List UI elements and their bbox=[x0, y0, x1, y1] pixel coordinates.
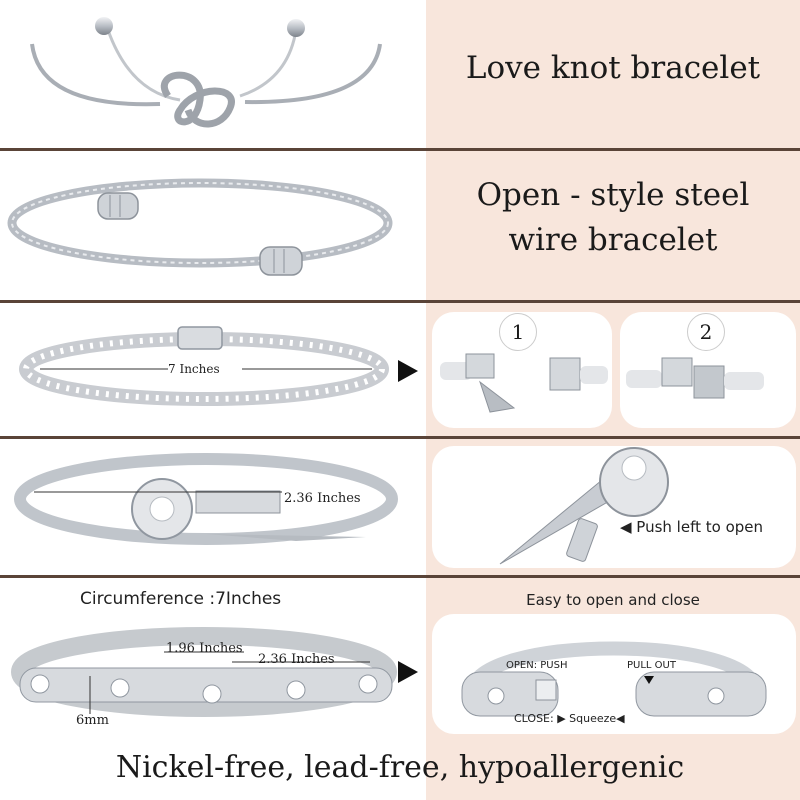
row-divider-3 bbox=[0, 436, 800, 439]
step2-badge: 2 bbox=[687, 313, 725, 351]
close-squeeze-label: CLOSE: ▶ Squeeze◀ bbox=[514, 712, 625, 725]
thickness-label: 6mm bbox=[76, 713, 109, 728]
circumference-label: Circumference :7Inches bbox=[80, 589, 282, 609]
arrow-icon-row3 bbox=[398, 360, 418, 382]
arrow-icon-row5 bbox=[398, 661, 418, 683]
clasp-open-image bbox=[440, 353, 608, 413]
love-knot-bracelet-image bbox=[30, 17, 382, 128]
row4-width-label: 2.36 Inches bbox=[284, 491, 361, 506]
row1-title: Love knot bracelet bbox=[465, 50, 761, 86]
push-left-instruction: ◀ Push left to open bbox=[620, 518, 764, 536]
width-label: 2.36 Inches bbox=[258, 652, 335, 667]
row2-title-line1: Open - style steel bbox=[476, 177, 750, 213]
pull-out-label: PULL OUT bbox=[627, 660, 676, 671]
bangle-open-card bbox=[432, 614, 796, 734]
nail-open-image bbox=[499, 447, 669, 565]
open-push-label: OPEN: PUSH bbox=[506, 660, 568, 671]
clasp-closing-image bbox=[626, 357, 764, 399]
height-label: 1.96 Inches bbox=[166, 641, 243, 656]
row3-length-label: 7 Inches bbox=[168, 362, 220, 376]
bangle-open-image bbox=[461, 641, 767, 717]
tennis-bracelet-image bbox=[19, 326, 389, 406]
row-divider-1 bbox=[0, 148, 800, 151]
row-divider-4 bbox=[0, 575, 800, 578]
row-divider-2 bbox=[0, 300, 800, 303]
footer-tagline: Nickel-free, lead-free, hypoallergenic bbox=[115, 750, 685, 785]
row2-title-line2: wire bracelet bbox=[508, 222, 718, 258]
step1-badge: 1 bbox=[499, 313, 537, 351]
love-bangle-image bbox=[11, 627, 397, 717]
steel-wire-bracelet-image bbox=[7, 178, 393, 276]
ease-label: Easy to open and close bbox=[526, 591, 700, 609]
nail-bracelet-image bbox=[14, 453, 398, 545]
nail-open-card bbox=[432, 446, 796, 568]
